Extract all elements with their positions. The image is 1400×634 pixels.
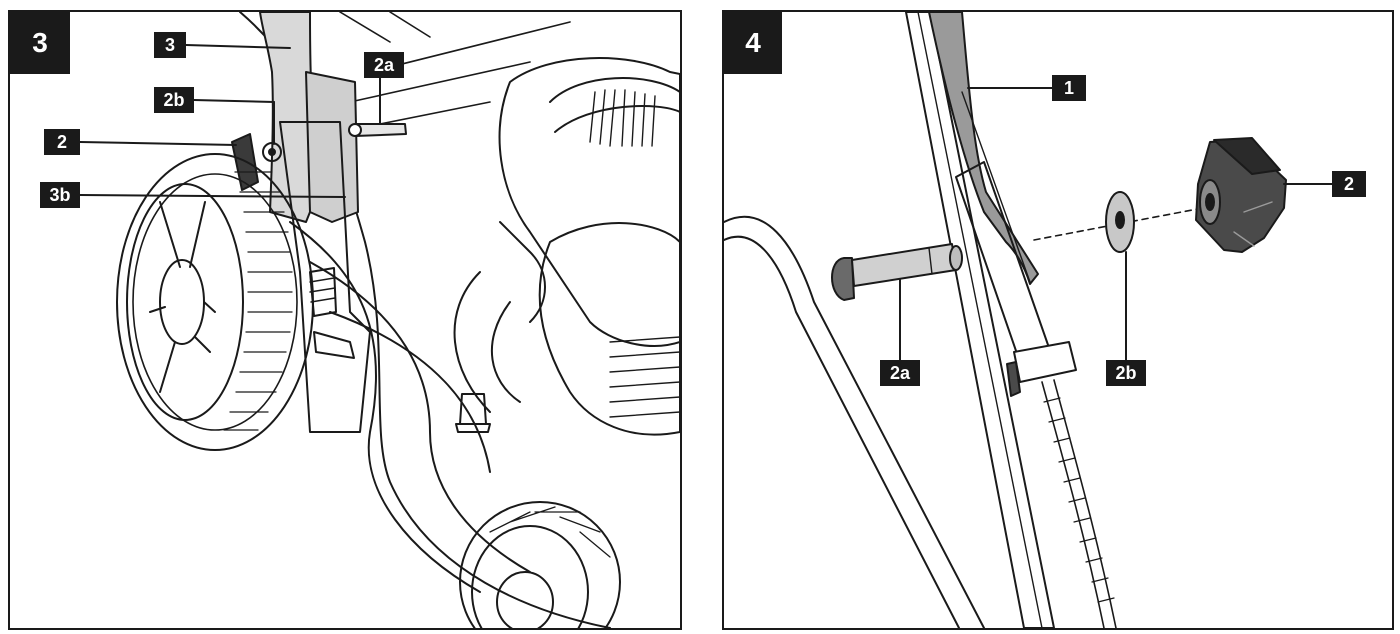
- mower-deck-inner-curve: [289, 221, 481, 593]
- engine-cylinder: [538, 222, 680, 436]
- callout-label-2: 2: [1332, 171, 1366, 197]
- leader-2b: [193, 99, 275, 103]
- figure-4-panel: 4 1 2 2a 2b: [722, 10, 1394, 630]
- leader-3b: [79, 194, 346, 198]
- rear-wheel: [116, 153, 314, 451]
- washer-2b: [262, 142, 282, 162]
- figure-4-illustration: [724, 12, 1333, 628]
- cables: [1041, 379, 1117, 628]
- callout-label-2a: 2a: [880, 360, 920, 386]
- figure-3-illustration: [79, 12, 680, 628]
- cable-clip: [1013, 341, 1077, 383]
- callout-label-1: 1: [1052, 75, 1086, 101]
- figure-number: 4: [724, 12, 782, 74]
- lower-handle-bar: [724, 215, 985, 628]
- callout-label-2b: 2b: [1106, 360, 1146, 386]
- handle-upper-section-1: [928, 12, 1039, 285]
- carriage-bolt-2a: [831, 243, 963, 301]
- leader-3: [185, 44, 291, 49]
- callout-label-2: 2: [44, 129, 80, 155]
- front-wheel: [459, 501, 621, 628]
- engine-recoil-cover: [549, 77, 680, 133]
- push-handle-tube: [259, 12, 313, 223]
- leader-2: [79, 141, 237, 146]
- handle-bracket-3b: [305, 71, 359, 223]
- bolt-2a: [354, 123, 407, 137]
- callout-label-3b: 3b: [40, 182, 80, 208]
- star-knob-2: [1195, 137, 1287, 253]
- callout-label-2a: 2a: [364, 52, 404, 78]
- callout-label-2b: 2b: [154, 87, 194, 113]
- callout-label-3: 3: [154, 32, 186, 58]
- engine-spark-plug-lead: [499, 221, 546, 323]
- engine-housing: [498, 57, 680, 347]
- figure-number: 3: [10, 12, 70, 74]
- handle-mount-plate: [279, 121, 371, 433]
- figure-3-panel: 3 3 2b 2a 2 3b: [8, 10, 682, 630]
- washer-2b: [1105, 191, 1135, 253]
- oil-filler-cap: [455, 393, 491, 433]
